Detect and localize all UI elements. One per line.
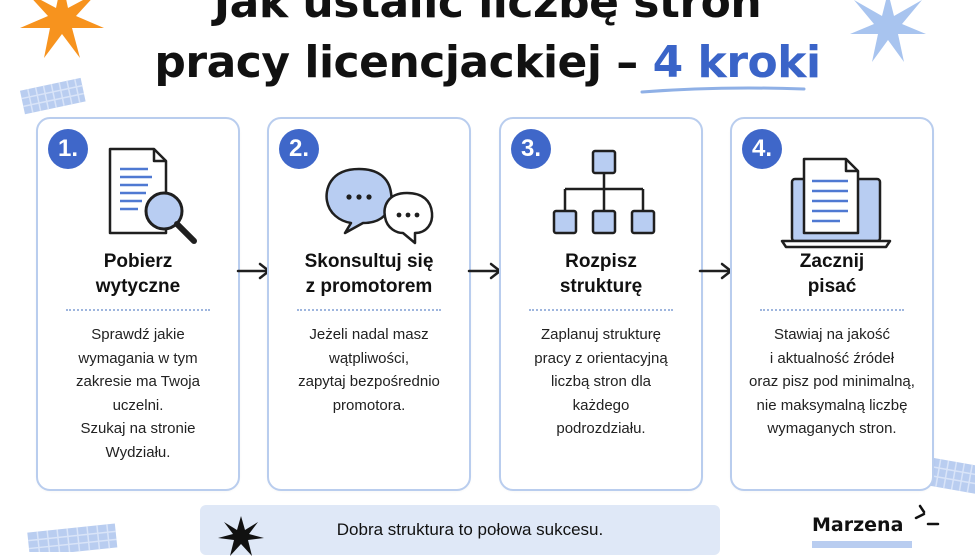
arrow-right-icon: [698, 262, 733, 280]
document-search-icon: [108, 147, 197, 244]
title-underline: [640, 86, 806, 94]
page-title-line-2: pracy licencjackiej – 4 kroki: [0, 38, 975, 88]
step-card-2: 2. Skonsultuj się z promotorem Jeżeli na…: [267, 117, 471, 491]
step-description: Stawiaj na jakość i aktualność źródeł or…: [749, 326, 915, 437]
step-description: Jeżeli nadal masz wątpliwości, zapytaj b…: [298, 326, 440, 414]
step-heading: Zacznij pisać: [799, 251, 865, 297]
blue-star-icon: [850, 0, 926, 62]
page-title-text: pracy licencjackiej –: [154, 37, 638, 88]
step-divider: [297, 309, 441, 311]
step-card-3: 3. Rozpisz strukturę Zaplanuj strukturę …: [499, 117, 703, 491]
step-heading: Rozpisz strukturę: [559, 251, 643, 297]
summary-banner: [200, 505, 720, 555]
page-title-accent: 4 kroki: [652, 37, 821, 88]
step-description: Zaplanuj strukturę pracy z orientacyjną …: [534, 326, 668, 437]
orange-star-icon: [20, 0, 104, 58]
page-title-line-1: Jak ustalić liczbę stron: [213, 0, 762, 28]
author-highlight: [812, 541, 912, 548]
arrow-right-icon: [467, 262, 502, 280]
laptop-document-icon: [780, 157, 892, 249]
step-heading: Skonsultuj się z promotorem: [304, 251, 434, 297]
step-number-badge: 2.: [279, 129, 319, 169]
step-number-badge: 3.: [511, 129, 551, 169]
step-card-4: 4. Zacznij pisać Stawiaj na jakość i akt…: [730, 117, 934, 491]
step-divider: [760, 309, 904, 311]
hierarchy-icon: [552, 149, 656, 235]
summary-text: Dobra struktura to połowa sukcesu.: [336, 520, 604, 539]
step-divider: [529, 309, 673, 311]
chat-bubbles-icon: [325, 167, 434, 245]
step-card-1: 1. Pobierz wytyczne Sprawdź jakie wymaga…: [36, 117, 240, 491]
sparkle-lines-icon: [914, 504, 940, 526]
black-star-icon: [218, 516, 264, 556]
blue-tape-left: [19, 77, 86, 115]
author-name: Marzena: [812, 514, 904, 536]
step-heading: Pobierz wytyczne: [95, 251, 181, 297]
step-description: Sprawdź jakie wymagania w tym zakresie m…: [76, 326, 200, 461]
step-divider: [66, 309, 210, 311]
step-number-badge: 4.: [742, 129, 782, 169]
step-number-badge: 1.: [48, 129, 88, 169]
